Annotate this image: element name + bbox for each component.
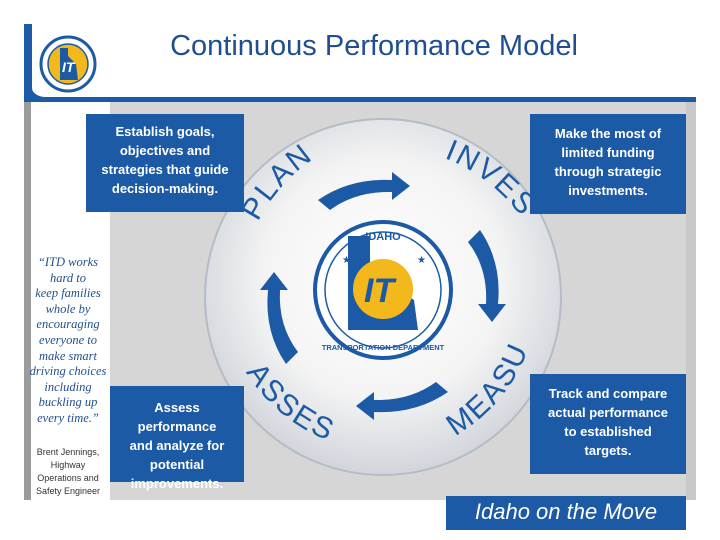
itd-logo-large: IT IDAHO TRANSPORTATION DEPARTMENT ★ ★ — [313, 220, 453, 360]
measure-description-line: actual performance — [548, 405, 668, 420]
invest-description-line: limited funding — [561, 145, 655, 160]
measure-description-line: targets. — [584, 443, 632, 458]
quote-line: hard to — [50, 270, 86, 285]
arrow-bottom-icon — [356, 382, 448, 420]
quote-line: buckling up — [38, 395, 98, 410]
plan-description-line: objectives and — [119, 143, 211, 158]
assess-description-line: and analyze for — [129, 438, 225, 453]
assess-description-line: improvements. — [130, 476, 224, 491]
svg-text:IT: IT — [62, 59, 76, 75]
plan-description-line: strategies that guide — [101, 162, 229, 177]
plan-description-line: Establish goals, — [115, 124, 215, 139]
page-title: Continuous Performance Model — [170, 30, 578, 62]
plan-description-box: Establish goals, objectives and strategi… — [86, 114, 244, 212]
arrow-top-icon — [318, 172, 410, 210]
quote-line: including — [44, 379, 92, 394]
arrow-left-icon — [260, 272, 298, 364]
tagline-banner: Idaho on the Move — [446, 496, 686, 530]
quote-line: keep families — [35, 286, 101, 301]
quote-line: driving choices — [29, 364, 107, 379]
safety-quote: “ITD works hard to keep families whole b… — [26, 255, 110, 427]
assess-description-box: Assess performance and analyze for poten… — [110, 386, 244, 491]
quote-line: every time.” — [37, 410, 99, 425]
assess-description-line: potential — [149, 457, 205, 472]
itd-logo-small: IT — [39, 35, 97, 93]
plan-description-line: decision-making. — [111, 181, 219, 196]
header-inner — [32, 24, 696, 102]
measure-description-line: Track and compare — [548, 386, 668, 401]
arrow-right-icon — [468, 230, 506, 322]
svg-text:★: ★ — [342, 255, 351, 266]
svg-text:TRANSPORTATION DEPARTMENT: TRANSPORTATION DEPARTMENT — [322, 343, 445, 352]
quote-line: everyone to — [39, 332, 97, 347]
right-border — [686, 102, 696, 500]
cycle-arrows — [260, 172, 506, 420]
invest-description-line: investments. — [568, 183, 648, 198]
measure-description-box: Track and compare actual performance to … — [530, 374, 686, 474]
attribution-line: Safety Engineer — [35, 486, 101, 496]
invest-description-line: Make the most of — [554, 126, 662, 141]
invest-description-box: Make the most of limited funding through… — [530, 114, 686, 214]
svg-text:IDAHO: IDAHO — [365, 231, 401, 243]
quote-attribution: Brent Jennings, Highway Operations and S… — [26, 446, 110, 498]
quote-line: make smart — [39, 348, 97, 363]
attribution-line: Brent Jennings, — [36, 447, 100, 457]
attribution-line: Operations and — [37, 473, 99, 483]
invest-description-line: through strategic — [554, 164, 662, 179]
quote-line: whole by — [45, 301, 91, 316]
svg-text:IT: IT — [364, 272, 397, 310]
header-bar — [24, 24, 696, 102]
quote-line: encouraging — [36, 317, 100, 332]
assess-description-line: Assess performance — [137, 400, 217, 434]
measure-description-line: to established — [564, 424, 652, 439]
attribution-line: Highway — [50, 460, 86, 470]
svg-text:★: ★ — [417, 255, 426, 266]
quote-line: “ITD works — [37, 255, 99, 269]
